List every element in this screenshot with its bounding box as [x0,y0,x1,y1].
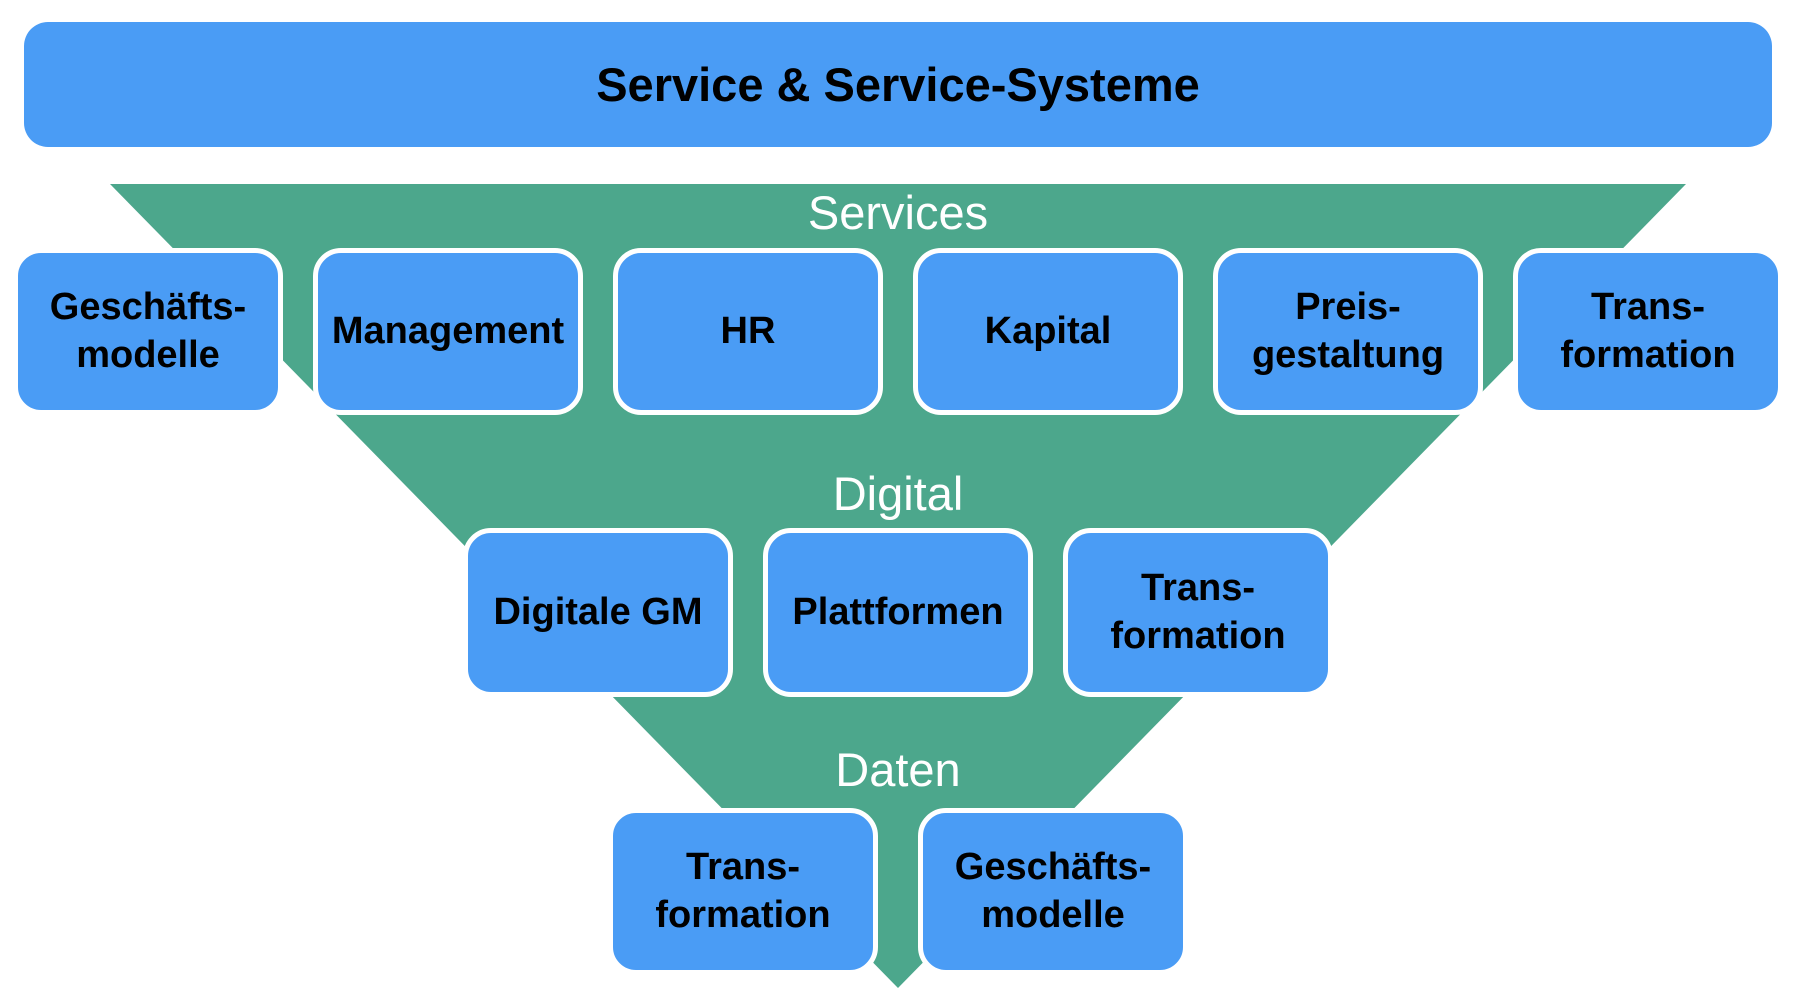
funnel-level-label-daten: Daten [835,743,961,796]
funnel-box: Geschäfts- modelle [13,248,283,415]
funnel-level-label-digital: Digital [832,467,964,520]
funnel-box: Trans- formation [1513,248,1783,415]
funnel-box: Management [313,248,583,415]
funnel-box: Trans- formation [608,808,878,975]
funnel-box: Kapital [913,248,1183,415]
funnel-box: Trans- formation [1063,528,1333,697]
funnel-box: Geschäfts- modelle [918,808,1188,975]
title-banner: Service & Service-Systeme [24,22,1772,147]
funnel-box: HR [613,248,883,415]
funnel-box: Digitale GM [463,528,733,697]
funnel-box: Preis- gestaltung [1213,248,1483,415]
slide-title: Service & Service-Systeme [596,58,1200,111]
funnel-level-label-services: Services [807,186,989,239]
funnel-box: Plattformen [763,528,1033,697]
